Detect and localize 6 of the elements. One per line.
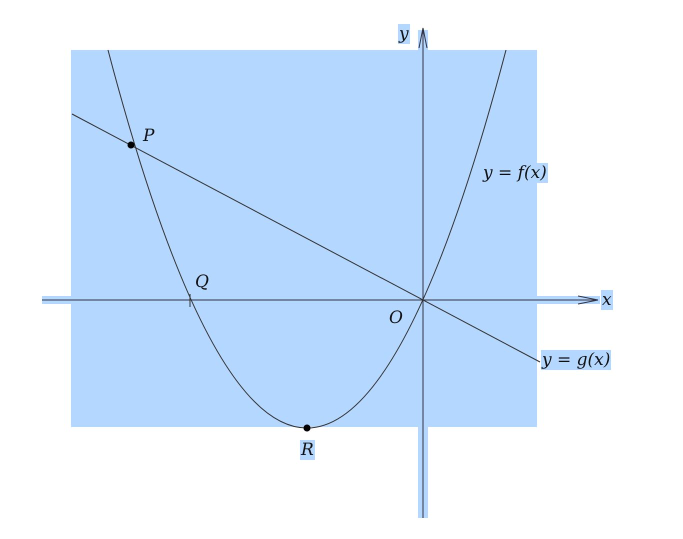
axis-label: x [601, 290, 613, 310]
axis-label: y [398, 24, 410, 44]
curve-label: y = f(x) [482, 163, 548, 183]
curve-label: y = g(x) [541, 350, 612, 370]
point-label: R [300, 440, 315, 460]
point-label: Q [194, 272, 210, 292]
